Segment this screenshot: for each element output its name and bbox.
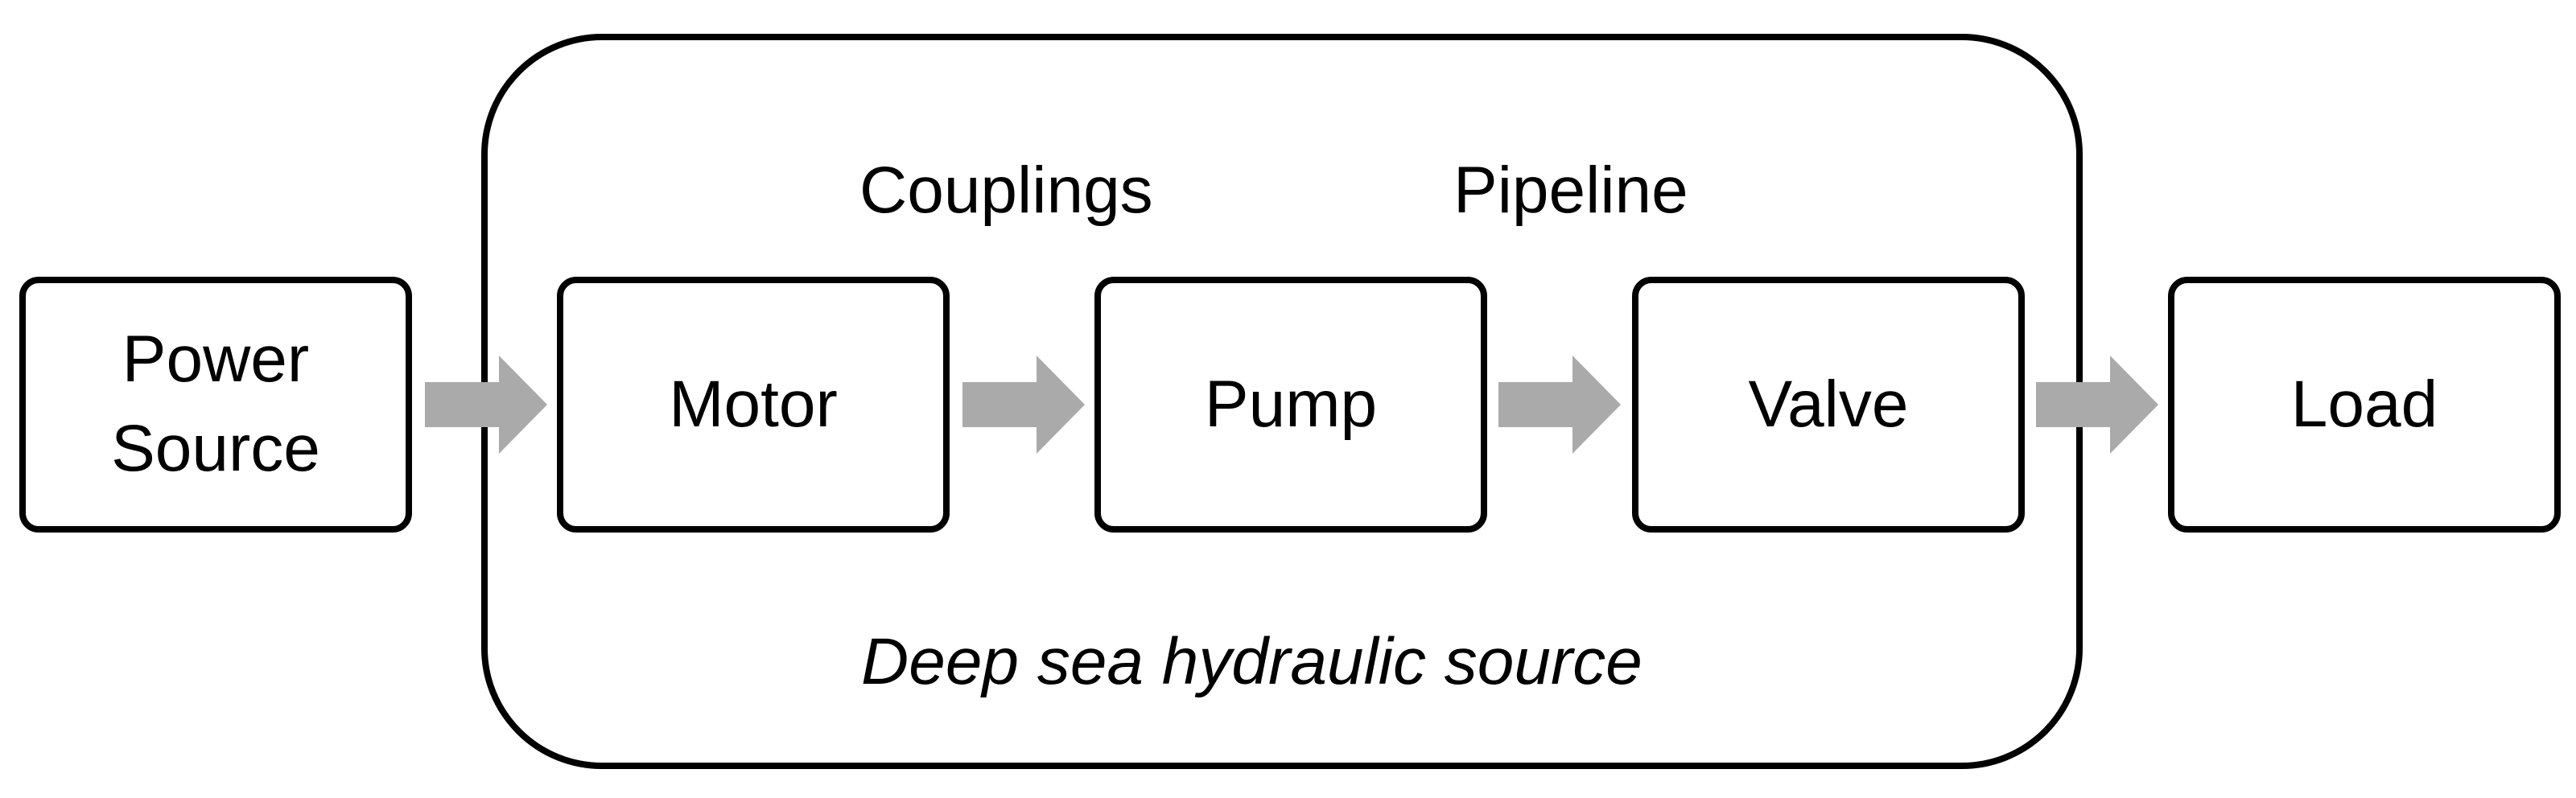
valve-block: Valve xyxy=(1632,277,2025,533)
right-arrow-icon-graphic xyxy=(2036,356,2158,454)
right-arrow-icon-graphic xyxy=(962,356,1085,454)
valve-label: Valve xyxy=(1748,367,1909,441)
pipeline-label: Pipeline xyxy=(1453,154,1688,227)
right-arrow-icon xyxy=(2036,356,2158,454)
right-arrow-icon xyxy=(425,356,547,454)
couplings-label: Couplings xyxy=(859,154,1153,227)
pump-label: Pump xyxy=(1204,367,1378,441)
right-arrow-icon-graphic xyxy=(425,356,547,454)
motor-block: Motor xyxy=(557,277,950,533)
load-label: Load xyxy=(2290,367,2438,441)
motor-label: Motor xyxy=(669,367,838,441)
power-source-line-1: Power xyxy=(122,323,310,397)
power-source-block: Power Source xyxy=(19,277,412,533)
pump-block: Pump xyxy=(1094,277,1487,533)
power-source-label: Power Source xyxy=(111,315,320,493)
power-source-line-2: Source xyxy=(111,412,320,485)
right-arrow-icon xyxy=(1498,356,1621,454)
right-arrow-icon-graphic xyxy=(1498,356,1621,454)
right-arrow-icon xyxy=(962,356,1085,454)
load-block: Load xyxy=(2168,277,2561,533)
group-label: Deep sea hydraulic source xyxy=(861,625,1642,698)
